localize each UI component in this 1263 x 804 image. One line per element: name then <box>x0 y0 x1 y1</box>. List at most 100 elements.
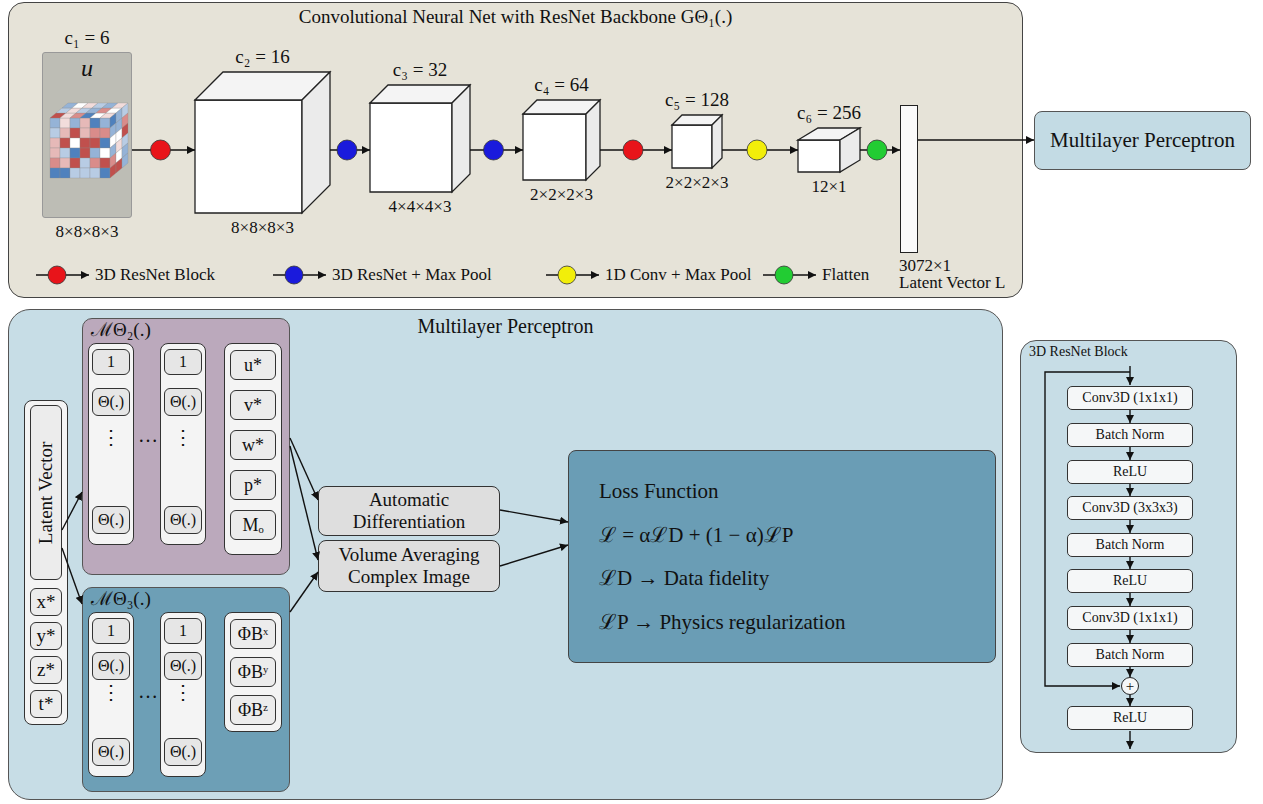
neuron: 1 <box>92 618 130 644</box>
legend-swatch <box>545 264 601 286</box>
node-label: p* <box>244 475 262 496</box>
legend-dot <box>775 266 793 284</box>
node-label: Conv3D (3x3x3) <box>1082 500 1177 516</box>
connector <box>290 572 318 612</box>
legend-text: 3D ResNet + Max Pool <box>332 265 492 285</box>
connector <box>470 149 523 150</box>
voxel <box>100 148 110 158</box>
voxel <box>122 153 128 168</box>
neuron: 1 <box>164 618 202 644</box>
voxel-mosaic <box>46 103 130 183</box>
output-box: w* <box>230 430 276 460</box>
voxel <box>70 148 80 158</box>
node-label: u* <box>244 355 262 376</box>
connector <box>1129 484 1130 496</box>
network-box: ℳΘ₃(.)⋮1Θ(.)Θ(.)⋮1Θ(.)Θ(.)ΦBˣΦBʸΦBᶻ <box>82 587 290 792</box>
network-title: ℳΘ₂(.) <box>91 319 151 341</box>
resnet-block-panel: 3D ResNet BlockConv3D (1x1x1)Batch NormR… <box>1020 340 1237 753</box>
cube-face <box>586 100 600 180</box>
node-label: Θ(.) <box>170 657 196 675</box>
channel-count: c₆ = 256 <box>797 102 861 124</box>
cnn-panel: Convolutional Neural Net with ResNet Bac… <box>8 2 1023 298</box>
legend-dot <box>285 266 303 284</box>
feature-cube: c₂ = 168×8×8×3 <box>195 72 330 213</box>
connector <box>1129 447 1130 460</box>
voxel <box>70 158 80 168</box>
layer-box: Conv3D (1x1x1) <box>1067 386 1193 410</box>
voxel <box>90 138 100 148</box>
input-box: t* <box>30 690 62 718</box>
equation: ℒ = αℒD + (1 − α)ℒP <box>599 523 793 547</box>
neuron-column: ⋮ 1Θ(.) Θ(.) <box>160 612 206 777</box>
voxel <box>90 128 100 138</box>
ellipsis: ⋮ <box>89 681 133 704</box>
node-label: Θ(.) <box>98 511 124 529</box>
voxel <box>50 138 60 148</box>
connector <box>330 149 370 150</box>
cube-face <box>840 128 860 172</box>
ellipsis: ⋮ <box>89 426 133 449</box>
voxel <box>100 118 110 128</box>
process-box: Automatic Differentiation <box>318 486 500 536</box>
voxel <box>70 118 80 128</box>
node-label: x* <box>37 591 56 613</box>
connector <box>62 548 82 604</box>
output-box: u* <box>230 350 276 380</box>
neuron: 1 <box>164 349 202 375</box>
layer-box: ReLU <box>1067 706 1193 730</box>
node-label: ΦBˣ <box>238 624 268 645</box>
neuron: Θ(.) <box>164 738 202 766</box>
input-box: Latent Vector <box>30 405 62 580</box>
cube-outline <box>370 85 470 192</box>
output-box: Mₒ <box>230 510 276 540</box>
dimension-label: 2×2×2×3 <box>530 185 593 205</box>
voxel <box>116 158 122 173</box>
node-label: Θ(.) <box>170 393 196 411</box>
dimension-label: 3072×1 <box>899 256 951 276</box>
node-label: Θ(.) <box>98 393 124 411</box>
node-label: Θ(.) <box>170 743 196 761</box>
connector <box>722 149 798 150</box>
voxel <box>100 158 110 168</box>
cube-outline <box>523 100 600 180</box>
ellipsis: ⋮ <box>161 426 205 449</box>
voxel <box>50 168 60 178</box>
box-title: Loss Function <box>599 479 719 503</box>
feature-prism: c₆ = 25612×1 <box>798 128 860 172</box>
node-label: Latent Vector <box>35 441 57 544</box>
ellipsis: ⋮ <box>161 681 205 704</box>
connector <box>500 545 568 566</box>
node-label: ΦBʸ <box>238 662 269 683</box>
legend-text: 3D ResNet Block <box>95 265 215 285</box>
connector <box>290 438 318 500</box>
node-label: y* <box>37 625 56 647</box>
node-label: 1 <box>179 622 187 640</box>
node-label: ΦBᶻ <box>238 700 268 721</box>
connector <box>1129 667 1130 677</box>
node-label: Automatic Differentiation <box>325 489 493 533</box>
neuron: Θ(.) <box>164 388 202 416</box>
neuron-column: ⋮1Θ(.)Θ(.) <box>88 343 134 545</box>
layer-box: Conv3D (1x1x1) <box>1067 606 1193 630</box>
neuron: Θ(.) <box>164 652 202 680</box>
voxel <box>50 158 60 168</box>
voxel <box>100 138 110 148</box>
voxel <box>70 128 80 138</box>
voxel <box>60 138 70 148</box>
voxel <box>90 158 100 168</box>
channel-count: c₅ = 128 <box>665 89 729 111</box>
voxel <box>80 138 90 148</box>
input-box: z* <box>30 656 62 684</box>
node-label: Multilayer Perceptron <box>1050 128 1235 152</box>
channel-count: c₂ = 16 <box>235 46 289 68</box>
output-box: ΦBᶻ <box>230 695 276 725</box>
variable-name: u <box>43 55 131 83</box>
node-label: Conv3D (1x1x1) <box>1082 610 1177 626</box>
voxel <box>80 168 90 178</box>
node-label: Volume Averaging Complex Image <box>325 544 493 588</box>
output-box: v* <box>230 390 276 420</box>
connector <box>918 139 1034 140</box>
voxel <box>70 138 80 148</box>
node-label: ReLU <box>1113 573 1147 589</box>
